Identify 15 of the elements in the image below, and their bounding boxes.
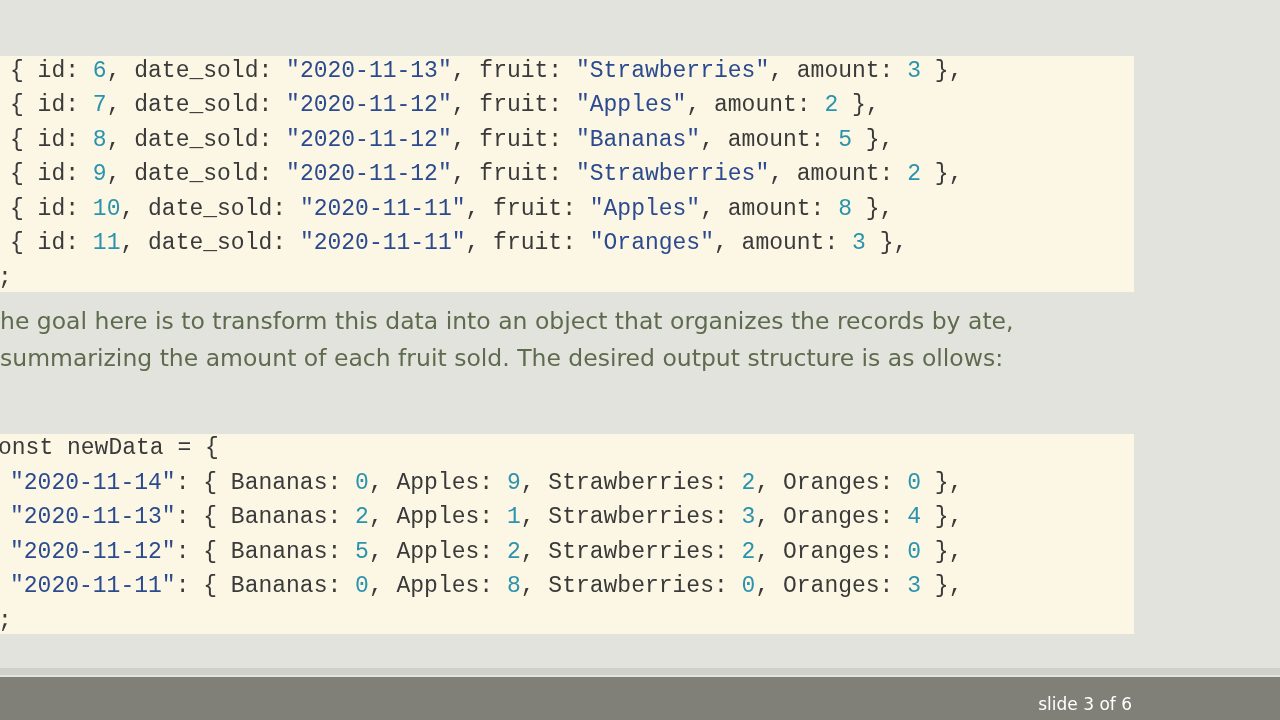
code-line: { id: 11, date_sold: "2020-11-11", fruit: "Oranges", amount: 3 }, [10,229,908,257]
slide-counter: slide 3 of 6 [1038,694,1132,714]
code-line: { id: 9, date_sold: "2020-11-12", fruit: "Strawberries", amount: 2 }, [10,160,963,188]
code-line: ; [0,264,12,292]
code-line: { id: 8, date_sold: "2020-11-12", fruit: "Bananas", amount: 5 }, [10,126,894,154]
code-line: { id: 6, date_sold: "2020-11-13", fruit: "Strawberries", amount: 3 }, [10,57,963,85]
code-line: ; [0,607,12,635]
code-line: "2020-11-12": { Bananas: 5, Apples: 2, Strawberries: 2, Oranges: 0 }, [10,538,963,566]
code-line: { id: 7, date_sold: "2020-11-12", fruit: "Apples", amount: 2 }, [10,91,880,119]
code-line: onst newData = { [0,434,219,462]
code-line: "2020-11-11": { Bananas: 0, Apples: 8, Strawberries: 0, Oranges: 3 }, [10,572,963,600]
code-line: "2020-11-14": { Bananas: 0, Apples: 9, Strawberries: 2, Oranges: 0 }, [10,469,963,497]
paragraph: he goal here is to transform this data into an object that organizes the records by ate, summarizing the amount of each fruit sold. The desired output structure is as ollows: [0,306,1015,374]
code-line: { id: 10, date_sold: "2020-11-11", fruit: "Apples", amount: 8 }, [10,195,894,223]
code-line: "2020-11-13": { Bananas: 2, Apples: 1, Strawberries: 3, Oranges: 4 }, [10,503,963,531]
